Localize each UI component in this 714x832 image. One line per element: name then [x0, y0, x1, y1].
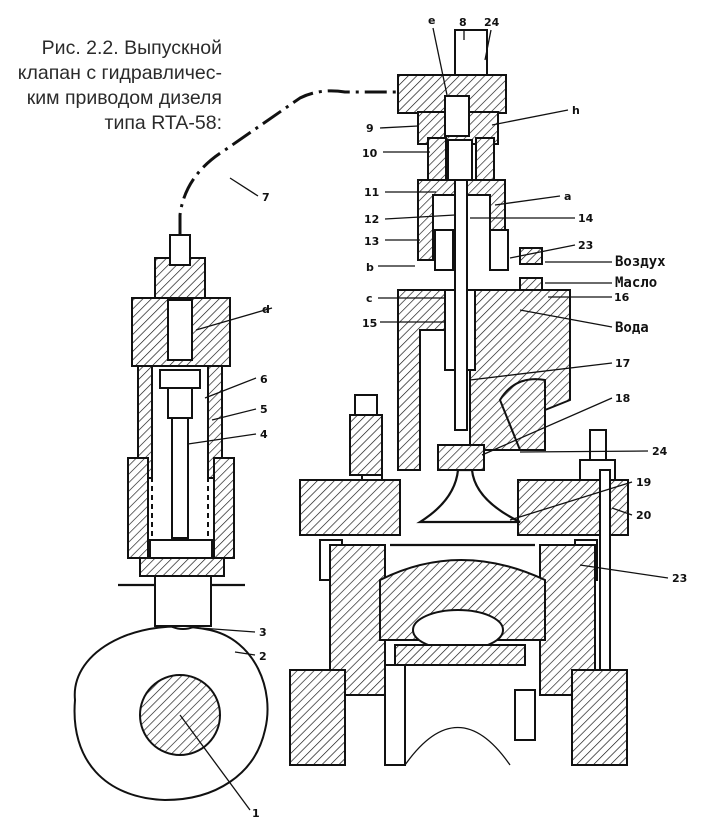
caption-line-2: клапан с гидравличес- [17, 62, 222, 84]
label-18: 18 [615, 392, 630, 405]
label-b: b [366, 261, 374, 274]
caption-line-3: ким приводом дизеля [26, 87, 222, 109]
exhaust-valve-disc [416, 468, 521, 524]
label-11: 11 [364, 186, 379, 199]
label-6: 6 [260, 373, 268, 386]
label-water: Вода [615, 320, 649, 336]
label-23-upper: 23 [578, 239, 593, 252]
label-d: d [262, 303, 270, 316]
label-h: h [572, 104, 580, 117]
label-e: e [428, 14, 435, 27]
label-13: 13 [364, 235, 379, 248]
label-24-top: 24 [484, 16, 500, 29]
labels: d 6 5 4 3 2 1 7 e 8 24 h 9 10 11 12 13 b… [252, 14, 687, 820]
label-23-lower: 23 [672, 572, 687, 585]
valve-actuator [397, 29, 543, 295]
label-2: 2 [259, 650, 267, 663]
hydraulic-pipe [178, 89, 410, 235]
label-12: 12 [364, 213, 379, 226]
figure-caption: Рис. 2.2. Выпускной клапан с гидравличес… [0, 36, 222, 136]
caption-line-4: типа RTA-58: [104, 112, 222, 134]
label-c: c [366, 292, 373, 305]
label-1: 1 [252, 807, 260, 820]
caption-line-1: Рис. 2.2. Выпускной [41, 37, 222, 59]
label-5: 5 [260, 403, 268, 416]
label-9: 9 [366, 122, 374, 135]
label-7: 7 [262, 191, 270, 204]
label-air: Воздух [615, 254, 666, 270]
label-17: 17 [615, 357, 630, 370]
label-3: 3 [259, 626, 267, 639]
label-oil: Масло [615, 275, 657, 291]
label-20: 20 [636, 509, 652, 522]
cylinder-block [289, 664, 628, 766]
label-10: 10 [362, 147, 378, 160]
cam [73, 625, 269, 802]
label-24-lower: 24 [652, 445, 668, 458]
pump-assembly [118, 234, 245, 627]
label-16: 16 [614, 291, 630, 304]
valve-rotator [437, 444, 485, 471]
piston [329, 543, 596, 696]
label-a: a [564, 190, 571, 203]
label-19: 19 [636, 476, 651, 489]
leader-lines [179, 27, 669, 811]
cylinder-head [299, 429, 629, 671]
label-15: 15 [362, 317, 377, 330]
label-14: 14 [578, 212, 594, 225]
label-4: 4 [260, 428, 268, 441]
valve-cage [397, 179, 571, 471]
label-8: 8 [459, 16, 467, 29]
